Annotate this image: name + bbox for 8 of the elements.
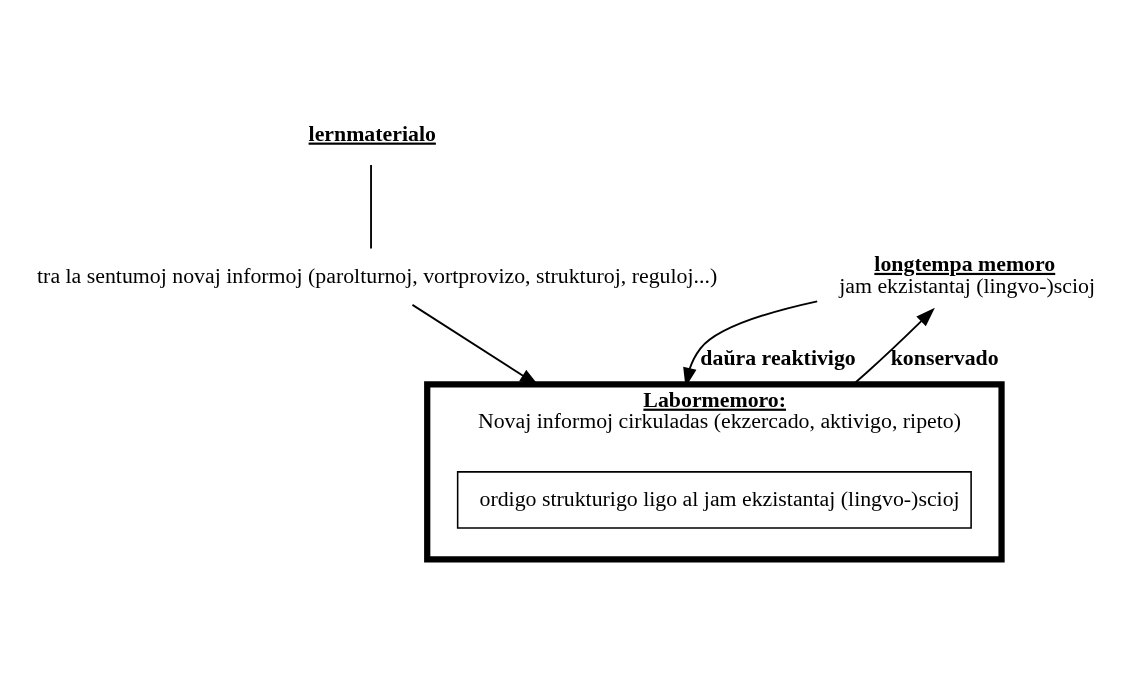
connector (370, 163, 372, 250)
node-text: longtempa memoro jam ekzistantaj (lingvo-)scioj (839, 251, 1096, 298)
node-text: tra la sentumoj novaj informoj (parolturnoj, vortprovizo, strukturoj, reguloj...) (37, 263, 718, 288)
edge-label: konservado (890, 345, 999, 369)
arrow (852, 307, 935, 385)
node-box: ordigo strukturigo ligo al jam ekzistantaj (lingvo-)scioj (456, 470, 972, 529)
edge-label: daŭra reaktivigo (700, 345, 856, 369)
node-text: lernmaterialo (308, 121, 436, 146)
